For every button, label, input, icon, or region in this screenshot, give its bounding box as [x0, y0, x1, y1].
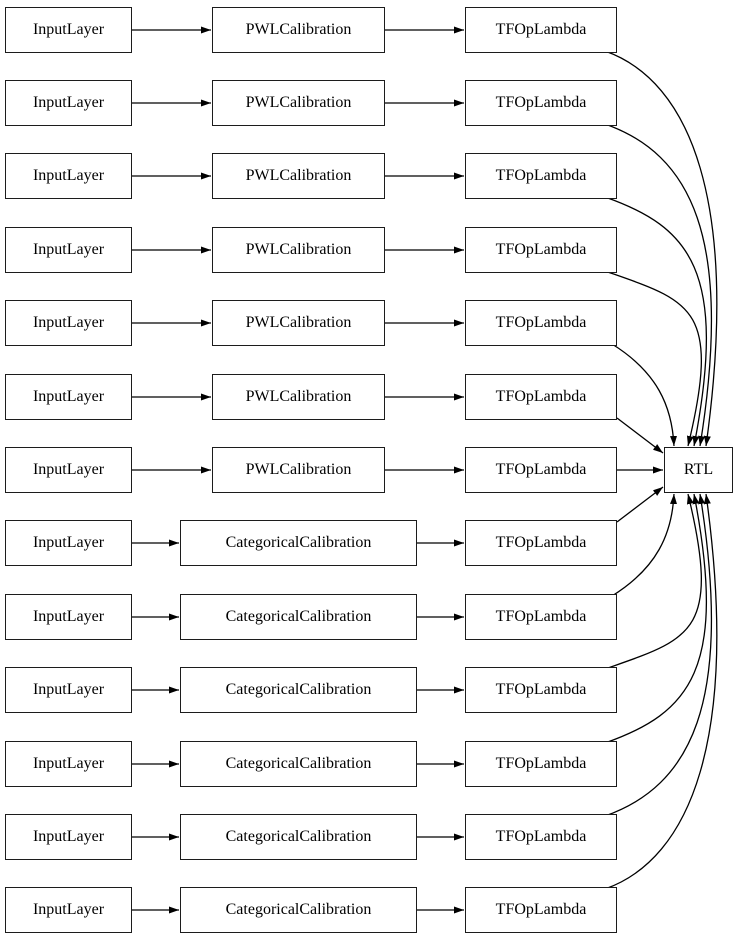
- node-input-layer: InputLayer: [5, 80, 132, 126]
- node-input-layer: InputLayer: [5, 667, 132, 713]
- node-categorical-calibration: CategoricalCalibration: [180, 594, 417, 640]
- node-tfop-lambda: TFOpLambda: [465, 520, 617, 566]
- node-tfop-lambda: TFOpLambda: [465, 80, 617, 126]
- node-input-layer: InputLayer: [5, 300, 132, 346]
- graph-row: InputLayer CategoricalCalibration TFOpLa…: [0, 741, 741, 787]
- node-tfop-lambda: TFOpLambda: [465, 741, 617, 787]
- node-tfop-lambda: TFOpLambda: [465, 374, 617, 420]
- node-categorical-calibration: CategoricalCalibration: [180, 741, 417, 787]
- graph-row: InputLayer PWLCalibration TFOpLambda: [0, 227, 741, 273]
- node-categorical-calibration: CategoricalCalibration: [180, 520, 417, 566]
- node-input-layer: InputLayer: [5, 7, 132, 53]
- node-tfop-lambda: TFOpLambda: [465, 887, 617, 933]
- graph-row: InputLayer CategoricalCalibration TFOpLa…: [0, 887, 741, 933]
- node-pwl-calibration: PWLCalibration: [212, 7, 385, 53]
- node-tfop-lambda: TFOpLambda: [465, 594, 617, 640]
- node-input-layer: InputLayer: [5, 741, 132, 787]
- node-input-layer: InputLayer: [5, 153, 132, 199]
- node-input-layer: InputLayer: [5, 594, 132, 640]
- node-categorical-calibration: CategoricalCalibration: [180, 814, 417, 860]
- node-tfop-lambda: TFOpLambda: [465, 667, 617, 713]
- node-input-layer: InputLayer: [5, 814, 132, 860]
- graph-row: InputLayer PWLCalibration TFOpLambda: [0, 80, 741, 126]
- node-input-layer: InputLayer: [5, 887, 132, 933]
- node-input-layer: InputLayer: [5, 227, 132, 273]
- node-tfop-lambda: TFOpLambda: [465, 814, 617, 860]
- node-categorical-calibration: CategoricalCalibration: [180, 887, 417, 933]
- graph-row: InputLayer CategoricalCalibration TFOpLa…: [0, 667, 741, 713]
- graph-row: InputLayer PWLCalibration TFOpLambda: [0, 153, 741, 199]
- graph-row: InputLayer PWLCalibration TFOpLambda: [0, 7, 741, 53]
- node-pwl-calibration: PWLCalibration: [212, 227, 385, 273]
- node-pwl-calibration: PWLCalibration: [212, 374, 385, 420]
- node-tfop-lambda: TFOpLambda: [465, 447, 617, 493]
- graph-row: InputLayer PWLCalibration TFOpLambda: [0, 374, 741, 420]
- node-input-layer: InputLayer: [5, 374, 132, 420]
- node-rtl: RTL: [664, 447, 733, 493]
- node-pwl-calibration: PWLCalibration: [212, 153, 385, 199]
- node-input-layer: InputLayer: [5, 520, 132, 566]
- node-tfop-lambda: TFOpLambda: [465, 300, 617, 346]
- graph-row: InputLayer CategoricalCalibration TFOpLa…: [0, 520, 741, 566]
- node-pwl-calibration: PWLCalibration: [212, 300, 385, 346]
- graph-row: InputLayer CategoricalCalibration TFOpLa…: [0, 814, 741, 860]
- node-pwl-calibration: PWLCalibration: [212, 447, 385, 493]
- node-pwl-calibration: PWLCalibration: [212, 80, 385, 126]
- node-categorical-calibration: CategoricalCalibration: [180, 667, 417, 713]
- graph-row: InputLayer PWLCalibration TFOpLambda: [0, 300, 741, 346]
- graph-row: InputLayer PWLCalibration TFOpLambda: [0, 447, 741, 493]
- node-tfop-lambda: TFOpLambda: [465, 153, 617, 199]
- node-tfop-lambda: TFOpLambda: [465, 227, 617, 273]
- graph-row: InputLayer CategoricalCalibration TFOpLa…: [0, 594, 741, 640]
- node-tfop-lambda: TFOpLambda: [465, 7, 617, 53]
- node-input-layer: InputLayer: [5, 447, 132, 493]
